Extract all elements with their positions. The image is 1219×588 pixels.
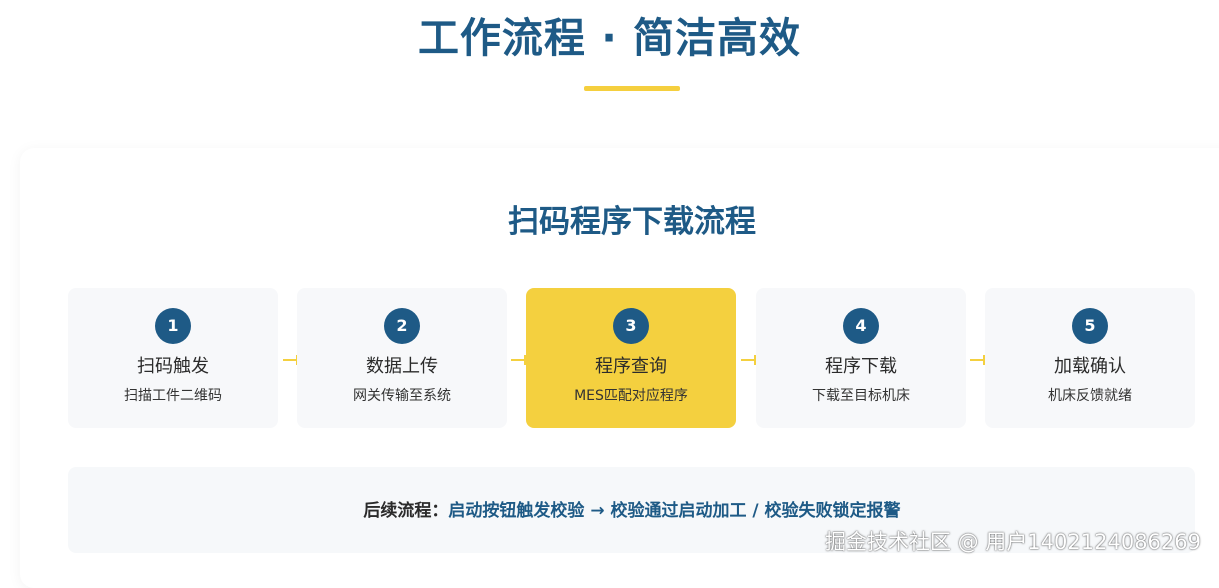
step-card-5: 5 加载确认 机床反馈就绪 (985, 288, 1195, 428)
step-card-1: 1 扫码触发 扫描工件二维码 (68, 288, 278, 428)
follow-up-value: 启动按钮触发校验 → 校验通过启动加工 / 校验失败锁定报警 (448, 501, 901, 521)
follow-up-text: 后续流程：启动按钮触发校验 → 校验通过启动加工 / 校验失败锁定报警 (0, 498, 1219, 524)
step-description: MES匹配对应程序 (574, 388, 688, 404)
arrow-connector (970, 355, 985, 365)
step-number-badge: 4 (843, 308, 879, 344)
arrow-connector (511, 355, 526, 365)
step-card-2: 2 数据上传 网关传输至系统 (297, 288, 507, 428)
step-number-badge: 1 (155, 308, 191, 344)
page-title: 工作流程 · 简洁高效 (417, 14, 802, 62)
step-name: 程序查询 (595, 356, 667, 377)
step-card-3-active: 3 程序查询 MES匹配对应程序 (526, 288, 736, 428)
arrow-connector (741, 355, 756, 365)
watermark: 掘金技术社区 @ 用户1402124086269 (824, 530, 1201, 554)
step-name: 加载确认 (1054, 356, 1126, 377)
follow-up-panel (68, 467, 1195, 553)
step-description: 下载至目标机床 (812, 388, 910, 404)
card-title: 扫码程序下载流程 (508, 204, 756, 240)
step-number-badge: 3 (613, 308, 649, 344)
step-card-4: 4 程序下载 下载至目标机床 (756, 288, 966, 428)
step-number-badge: 2 (384, 308, 420, 344)
step-number-badge: 5 (1072, 308, 1108, 344)
step-description: 扫描工件二维码 (124, 388, 222, 404)
step-name: 程序下载 (825, 356, 897, 377)
step-description: 网关传输至系统 (353, 388, 451, 404)
step-name: 数据上传 (366, 356, 438, 377)
title-underline (584, 86, 680, 91)
arrow-connector (283, 355, 298, 365)
follow-up-label: 后续流程： (363, 501, 449, 521)
step-description: 机床反馈就绪 (1048, 388, 1132, 404)
step-name: 扫码触发 (137, 356, 209, 377)
